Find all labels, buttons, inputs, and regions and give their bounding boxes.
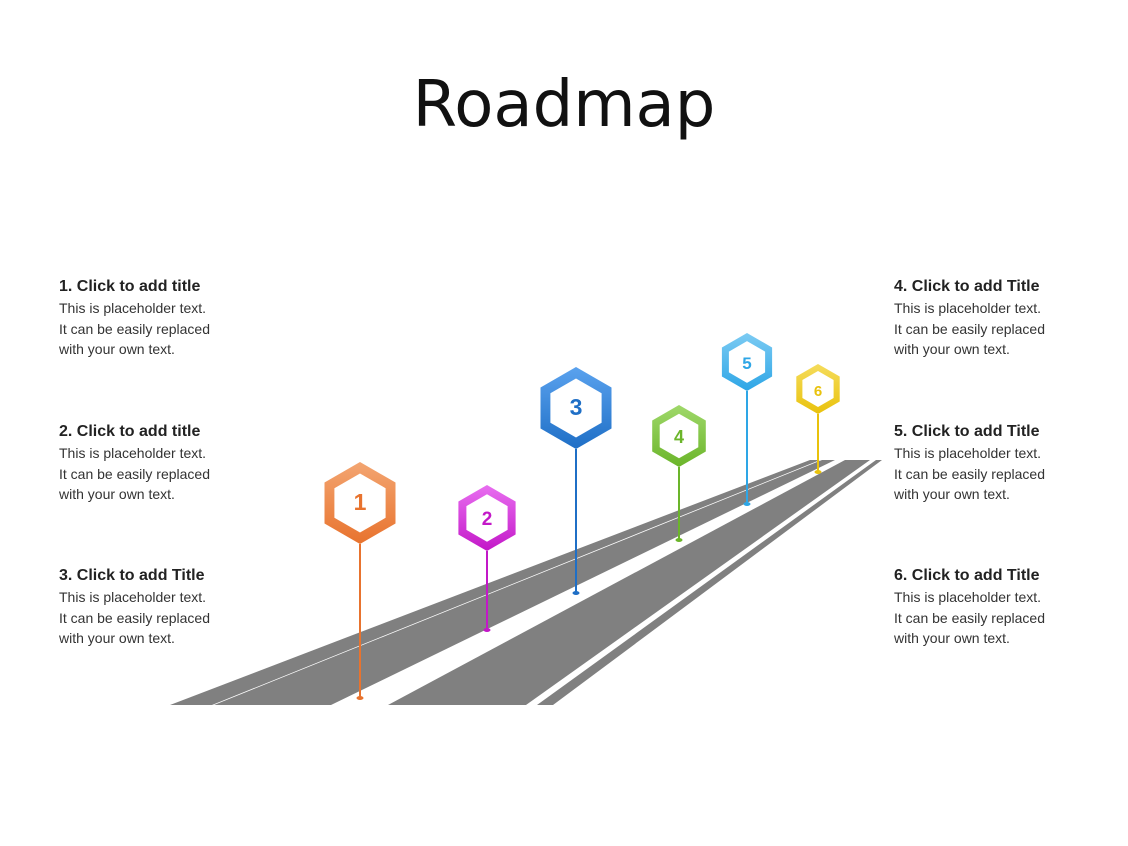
marker-label: 4 bbox=[674, 427, 684, 447]
road-shoulder-right bbox=[537, 460, 882, 705]
marker-pin-dot bbox=[676, 538, 683, 542]
marker-label: 1 bbox=[354, 489, 367, 515]
marker-label: 5 bbox=[742, 354, 751, 373]
marker-pin-dot bbox=[815, 470, 822, 474]
marker-pin-dot bbox=[744, 502, 751, 506]
marker-label: 2 bbox=[482, 509, 493, 530]
road-lane-right bbox=[388, 460, 870, 705]
road bbox=[170, 460, 882, 705]
marker-label: 6 bbox=[814, 383, 822, 400]
marker-6: 6 bbox=[796, 364, 839, 474]
marker-label: 3 bbox=[570, 394, 583, 420]
marker-pin-dot bbox=[484, 628, 491, 632]
marker-pin-dot bbox=[573, 591, 580, 595]
marker-pin-dot bbox=[357, 696, 364, 700]
